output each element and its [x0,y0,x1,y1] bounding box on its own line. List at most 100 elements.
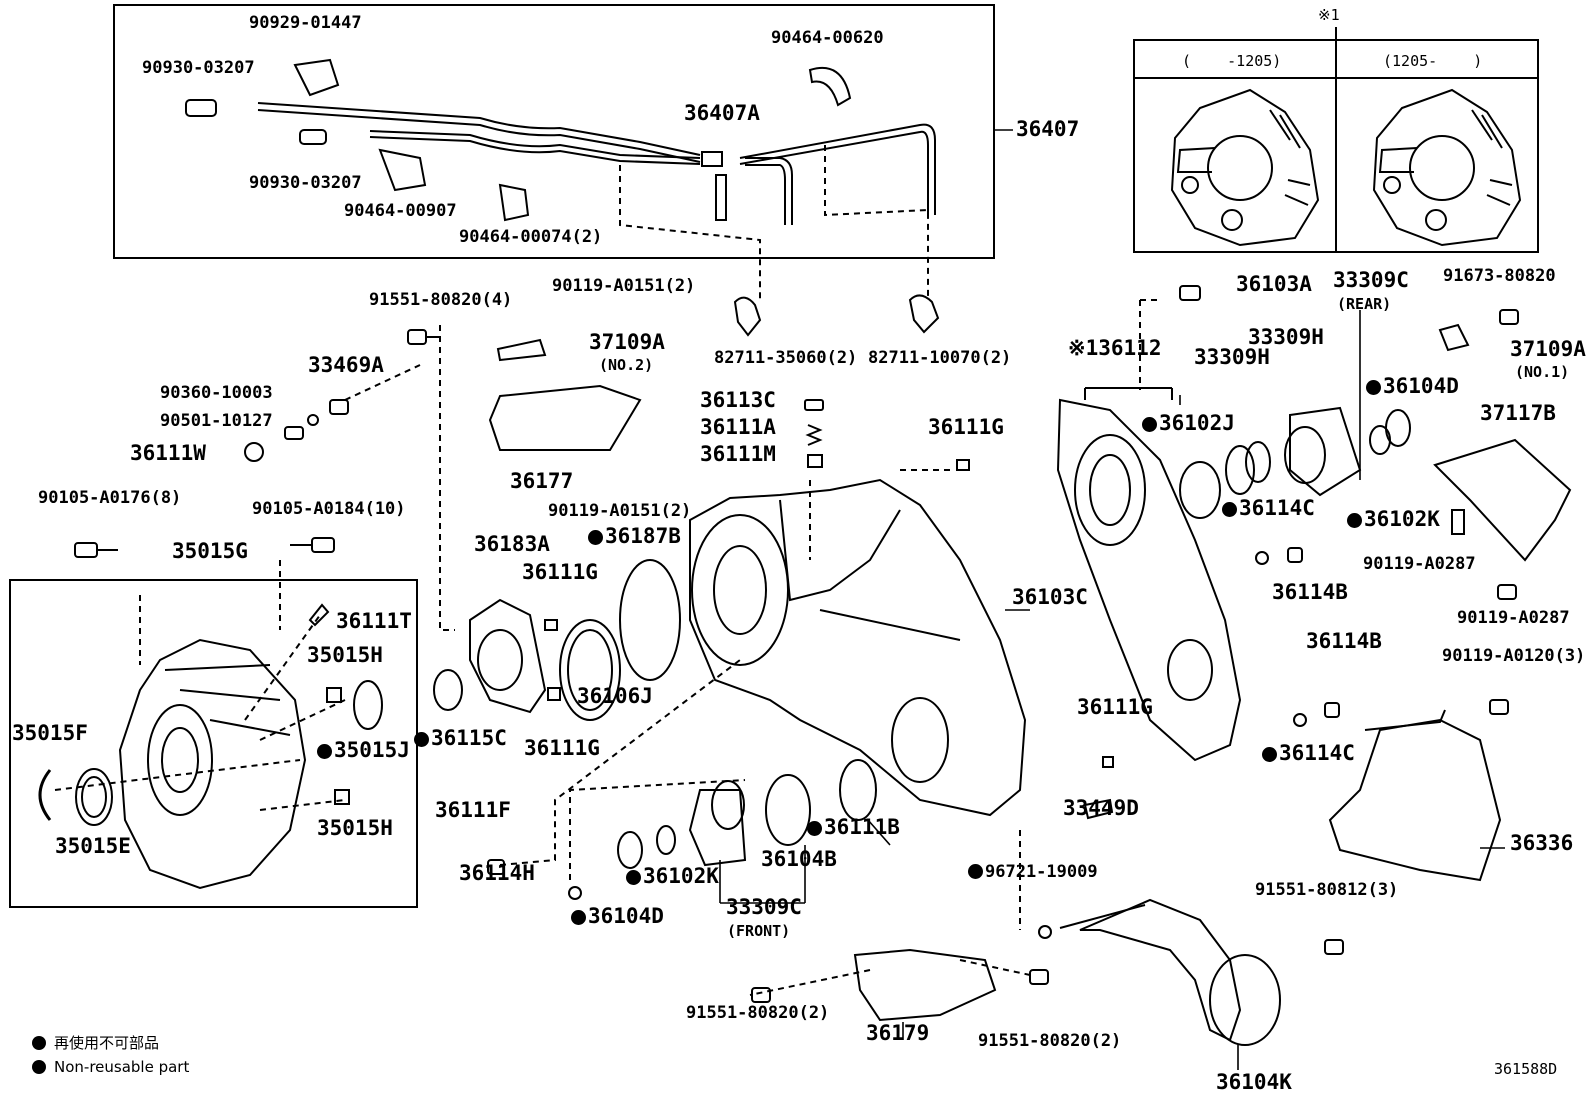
label-90119-a0287-upper[interactable]: 90119-A0287 [1363,554,1476,574]
label-no2: (NO.2) [599,356,654,374]
label-36102j[interactable]: 36102J [1142,413,1235,434]
leader-lines [719,129,1505,1070]
label-37117b[interactable]: 37117B [1480,401,1556,425]
transfer-case-drawing [689,399,1027,817]
label-35015h-upper[interactable]: 35015H [307,643,383,667]
label-36114c-upper[interactable]: 36114C [1222,498,1315,519]
label-36177[interactable]: 36177 [510,469,574,493]
label-36111g-lower[interactable]: 36111G [524,736,600,760]
label-36106j[interactable]: 36106J [577,684,653,708]
non-reusable-dot [571,910,586,925]
label-36104d-lower[interactable]: 36104D [571,906,664,927]
label-36111f[interactable]: 36111F [435,798,511,822]
label-36407[interactable]: 36407 [1016,117,1080,141]
label-33309c-rear[interactable]: 33309C [1333,268,1409,292]
non-reusable-dot [807,821,822,836]
label-37109a-no1[interactable]: 37109A [1510,337,1586,361]
label-33449d[interactable]: 33449D [1063,796,1139,820]
label-36111m[interactable]: 36111M [700,442,776,466]
non-reusable-dot [414,732,429,747]
label-90119-a0120[interactable]: 90119-A0120(3) [1442,646,1586,666]
label-35015e[interactable]: 35015E [55,834,131,858]
label-36103c[interactable]: 36103C [1012,585,1088,609]
label-91551-80812[interactable]: 91551-80812(3) [1255,880,1399,900]
label-36111b[interactable]: 36111B [807,817,900,838]
label-91551-80820-2-left[interactable]: 91551-80820(2) [686,1003,830,1023]
label-35015j[interactable]: 35015J [317,740,410,761]
non-reusable-dot [1262,747,1277,762]
inset-ref-mark: ※1 [1318,6,1340,24]
non-reusable-dot [588,530,603,545]
label-33469a[interactable]: 33469A [308,353,384,377]
label-36111a[interactable]: 36111A [700,415,776,439]
non-reusable-dot [1142,417,1157,432]
label-90464-00074[interactable]: 90464-00074(2) [459,227,603,247]
label-36114h[interactable]: 36114H [459,861,535,885]
case-bolts [74,325,455,631]
label-33309c-front[interactable]: 33309C [726,895,802,919]
label-front: (FRONT) [727,922,791,940]
label-90930-03207-upper[interactable]: 90930-03207 [142,58,255,78]
inset-cover-left [1170,88,1320,247]
figure-id: 361588D [1494,1060,1558,1078]
bottom-parts [487,659,1344,1046]
label-91673-80820[interactable]: 91673-80820 [1443,266,1556,286]
label-36113c[interactable]: 36113C [700,388,776,412]
label-36114c-lower[interactable]: 36114C [1262,743,1355,764]
label-36115c[interactable]: 36115C [414,728,507,749]
non-reusable-dot [32,1036,46,1050]
label-90105-a0176[interactable]: 90105-A0176(8) [38,488,182,508]
label-36179[interactable]: 36179 [866,1021,930,1045]
label-91551-80820-2-right[interactable]: 91551-80820(2) [978,1031,1122,1051]
label-33309h-left[interactable]: 33309H [1194,345,1270,369]
label-96721-19009[interactable]: 96721-19009 [968,864,1098,881]
label-82711-10070[interactable]: 82711-10070(2) [868,348,1012,368]
label-36111g-top[interactable]: 36111G [928,415,1004,439]
label-36187b[interactable]: 36187B [588,526,681,547]
label-35015g[interactable]: 35015G [172,539,248,563]
legend-en: Non-reusable part [32,1058,189,1076]
label-36112[interactable]: ※136112 [1068,336,1162,360]
label-90119-a0151-upper[interactable]: 90119-A0151(2) [552,276,696,296]
label-33309h-right[interactable]: 33309H [1248,325,1324,349]
label-36407a[interactable]: 36407A [684,101,760,125]
label-36183a[interactable]: 36183A [474,532,550,556]
front-case-drawing [38,560,383,890]
label-82711-35060[interactable]: 82711-35060(2) [714,348,858,368]
label-90930-03207-lower[interactable]: 90930-03207 [249,173,362,193]
label-90464-00907[interactable]: 90464-00907 [344,201,457,221]
label-36114b-lower[interactable]: 36114B [1306,629,1382,653]
label-36102k-right[interactable]: 36102K [1347,509,1440,530]
label-36111t[interactable]: 36111T [336,609,412,633]
label-35015f[interactable]: 35015F [12,721,88,745]
label-91551-80820-4[interactable]: 91551-80820(4) [369,290,513,310]
non-reusable-dot [1222,502,1237,517]
hose-fittings [185,58,940,337]
label-90464-00620[interactable]: 90464-00620 [771,28,884,48]
label-36111g-right[interactable]: 36111G [1077,695,1153,719]
label-36104d-upper[interactable]: 36104D [1366,376,1459,397]
label-36104k[interactable]: 36104K [1216,1070,1292,1094]
label-36111g-mid[interactable]: 36111G [522,560,598,584]
label-90501-10127[interactable]: 90501-10127 [160,411,273,431]
non-reusable-dot [317,744,332,759]
label-90119-a0151-lower[interactable]: 90119-A0151(2) [548,501,692,521]
label-90105-a0184[interactable]: 90105-A0184(10) [252,499,406,519]
label-36114b-upper[interactable]: 36114B [1272,580,1348,604]
label-35015h-lower[interactable]: 35015H [317,816,393,840]
non-reusable-dot [968,864,983,879]
label-90119-a0287-lower[interactable]: 90119-A0287 [1457,608,1570,628]
label-36103a[interactable]: 36103A [1236,272,1312,296]
label-90360-10003[interactable]: 90360-10003 [160,383,273,403]
brackets-right [1328,309,1572,882]
label-37109a-no2[interactable]: 37109A [589,330,665,354]
label-36102k-lower[interactable]: 36102K [626,866,719,887]
label-36111w[interactable]: 36111W [130,441,206,465]
label-90929-01447[interactable]: 90929-01447 [249,13,362,33]
label-36104b[interactable]: 36104B [761,847,837,871]
extension-and-oil-pump [244,338,681,721]
label-36336[interactable]: 36336 [1510,831,1574,855]
hose-group-frame [113,4,995,259]
